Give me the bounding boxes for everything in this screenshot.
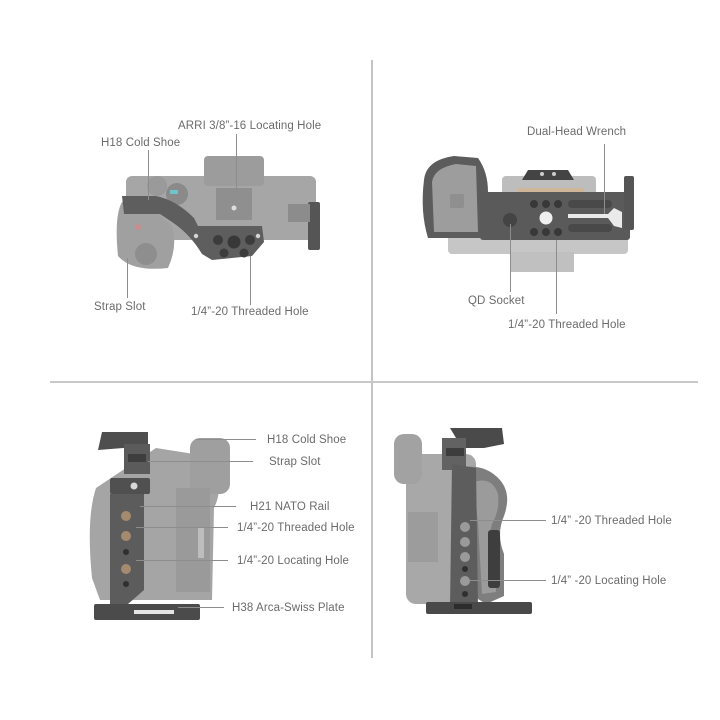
bottom-view-illustration [418, 152, 636, 274]
leader-line [127, 258, 128, 298]
callout-label: Strap Slot [269, 456, 321, 468]
callout-label: H38 Arca-Swiss Plate [232, 602, 345, 614]
leader-line [148, 461, 253, 462]
vertical-divider [371, 60, 373, 658]
callout-label: 1/4”-20 Locating Hole [237, 555, 350, 567]
callout-label: Strap Slot [94, 301, 146, 313]
leader-line [556, 240, 557, 314]
leader-line [470, 580, 546, 581]
leader-line [510, 224, 511, 292]
callout-label: 1/4”-20 Threaded Hole [191, 306, 309, 318]
leader-line [470, 520, 546, 521]
callout-label: ARRI 3/8”-16 Locating Hole [178, 120, 322, 132]
horizontal-divider [50, 381, 698, 383]
callout-label: 1/4”-20 Threaded Hole [237, 522, 355, 534]
leader-line [250, 256, 251, 305]
left-side-view-illustration [86, 428, 234, 620]
leader-line [136, 560, 228, 561]
leader-line [136, 527, 228, 528]
leader-line [236, 134, 237, 200]
leader-line [604, 144, 605, 214]
leader-line [140, 506, 236, 507]
callout-label: H18 Cold Shoe [267, 434, 347, 446]
callout-label: H21 NATO Rail [250, 501, 330, 513]
top-view-illustration [112, 156, 327, 274]
callout-label: Dual-Head Wrench [527, 126, 627, 138]
callout-label: 1/4”-20 Threaded Hole [508, 319, 626, 331]
leader-line [178, 607, 224, 608]
leader-line [148, 150, 149, 200]
callout-label: H18 Cold Shoe [101, 137, 181, 149]
leader-line [196, 439, 256, 440]
right-side-view-illustration [392, 424, 532, 614]
callout-label: QD Socket [468, 295, 525, 307]
callout-label: 1/4” -20 Locating Hole [551, 575, 667, 587]
callout-label: 1/4” -20 Threaded Hole [551, 515, 672, 527]
